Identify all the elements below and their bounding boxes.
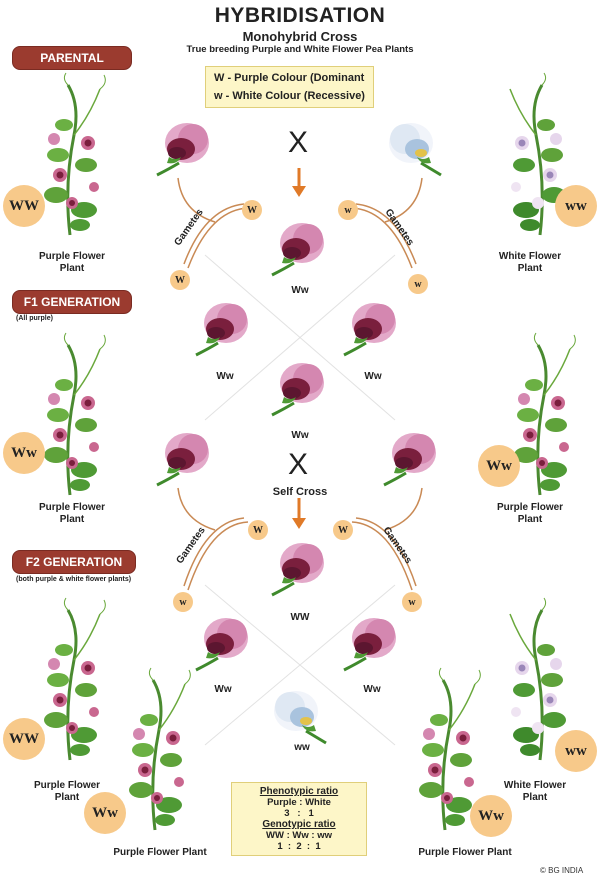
f1-right-genotype: Ww bbox=[478, 445, 520, 487]
page-description: True breeding Purple and White Flower Pe… bbox=[186, 44, 414, 55]
gamete-W-parental-2: W bbox=[170, 270, 190, 290]
copyright: © BG INDIA bbox=[540, 866, 584, 875]
parental-banner: PARENTAL bbox=[12, 46, 132, 70]
phenotypic-ratio-title: Phenotypic ratio bbox=[259, 786, 339, 797]
f2-banner: F2 GENERATION bbox=[12, 550, 136, 574]
parental-purple-plant bbox=[42, 71, 107, 237]
gamete-w-parental-2: w bbox=[408, 274, 428, 294]
f2-purple-plant-3 bbox=[417, 666, 482, 832]
parental-purple-genotype: WW bbox=[3, 185, 45, 227]
parental-cross-sign: X bbox=[288, 126, 309, 159]
f2-white-plant bbox=[508, 596, 568, 762]
genotypic-ratio-values: 1 : 2 : 1 bbox=[277, 841, 321, 852]
f1-purple-plant-right bbox=[512, 331, 577, 497]
genotypic-ratio-labels: WW : Ww : ww bbox=[266, 830, 332, 841]
key-dominant: W - Purple Colour (Dominant bbox=[214, 72, 365, 84]
gamete-w-f1-left: w bbox=[173, 592, 193, 612]
phenotypic-ratio-labels: Purple : White bbox=[267, 797, 331, 808]
f2-purple-plant-1 bbox=[42, 596, 107, 762]
f2-offspring-left: Ww bbox=[214, 684, 232, 695]
self-cross-label: Self Cross bbox=[272, 486, 328, 498]
page-subtitle: Monohybrid Cross bbox=[242, 29, 358, 44]
allele-key: W - Purple Colour (Dominant w - White Co… bbox=[205, 66, 374, 108]
f1-offspring-right: Ww bbox=[364, 371, 382, 382]
f2-offspring-bottom: ww bbox=[294, 742, 310, 753]
f1-cross-sign: X bbox=[288, 448, 309, 481]
gamete-W-parental: W bbox=[242, 200, 262, 220]
f1-note: (All purple) bbox=[16, 315, 53, 322]
f2-plant3-label: Purple Flower Plant bbox=[418, 847, 512, 858]
f2-plant2-label: Purple Flower Plant bbox=[113, 847, 207, 858]
f2-offspring-top: WW bbox=[290, 612, 310, 623]
gamete-W-f1-right: W bbox=[333, 520, 353, 540]
genotypic-ratio-title: Genotypic ratio bbox=[262, 819, 336, 830]
parental-white-genotype: ww bbox=[555, 185, 597, 227]
f2-note: (both purple & white flower plants) bbox=[16, 576, 132, 583]
f1-offspring-bottom: Ww bbox=[291, 430, 309, 441]
f2-plant1-genotype: WW bbox=[3, 718, 45, 760]
f1-banner: F1 GENERATION bbox=[12, 290, 132, 314]
f2-offspring-right: Ww bbox=[363, 684, 381, 695]
page-title: HYBRIDISATION bbox=[214, 4, 386, 27]
phenotypic-ratio-values: 3 : 1 bbox=[284, 808, 314, 819]
f1-purple-plant-left bbox=[42, 331, 107, 497]
f1-left-genotype: Ww bbox=[3, 432, 45, 474]
gamete-W-f1-left: W bbox=[248, 520, 268, 540]
f2-plant2-genotype: Ww bbox=[84, 792, 126, 834]
f1-offspring-left: Ww bbox=[216, 371, 234, 382]
f2-white-genotype: ww bbox=[555, 730, 597, 772]
f1-offspring-top: Ww bbox=[291, 285, 309, 296]
f2-purple-plant-2 bbox=[127, 666, 192, 832]
gamete-w-f1-right: w bbox=[402, 592, 422, 612]
ratio-box: Phenotypic ratio Purple : White 3 : 1 Ge… bbox=[231, 782, 367, 856]
f2-plant3-genotype: Ww bbox=[470, 795, 512, 837]
gamete-w-parental: w bbox=[338, 200, 358, 220]
key-recessive: w - White Colour (Recessive) bbox=[214, 90, 365, 102]
